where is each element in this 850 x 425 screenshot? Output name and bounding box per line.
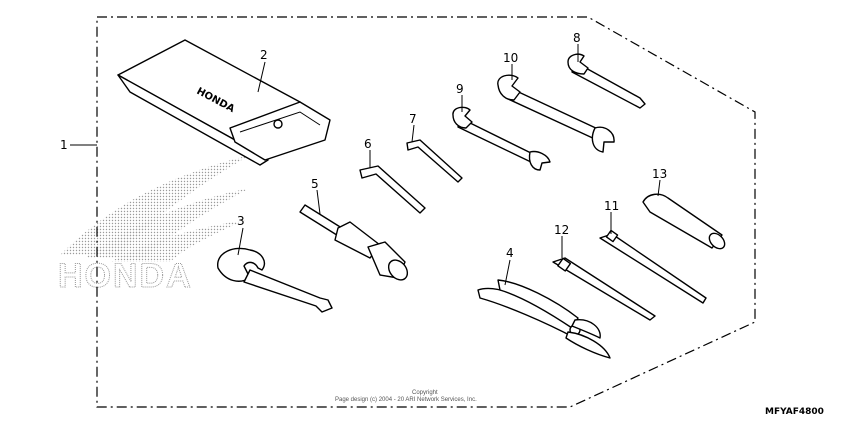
callout-8: 8: [573, 31, 581, 45]
leader-2: [257, 61, 266, 93]
leader-7: [411, 124, 415, 143]
callout-11: 11: [604, 199, 619, 213]
screwdriver-shaft-11: [599, 229, 707, 304]
copyright-line1: Copyright: [412, 390, 438, 396]
callout-13: 13: [652, 167, 667, 181]
open-end-wrench-9: [452, 106, 551, 171]
pliers: [477, 279, 611, 359]
callout-7: 7: [409, 112, 417, 126]
callout-5: 5: [311, 177, 319, 191]
open-end-wrench-small: [567, 53, 646, 109]
callout-2: 2: [260, 48, 268, 62]
leader-4: [504, 259, 511, 286]
hex-key-small: [406, 139, 463, 183]
screwdriver-handle: [642, 193, 726, 250]
callout-4: 4: [506, 246, 514, 260]
assembly-boundary: [96, 16, 756, 408]
honda-wing-watermark: HONDA: [58, 155, 250, 296]
callout-9: 9: [456, 82, 464, 96]
leader-13: [657, 179, 661, 197]
leader-3: [237, 227, 244, 256]
open-end-wrench-10: [497, 74, 615, 153]
callout-12: 12: [554, 223, 569, 237]
figure-code: MFYAF4800: [765, 407, 824, 417]
socket-wrench: [299, 204, 409, 281]
copyright-line2: Page design (c) 2004 - 20 ARI Network Se…: [335, 397, 477, 403]
callout-10: 10: [503, 51, 518, 65]
spanner-wrench: [217, 247, 333, 313]
tool-pouch: HONDA: [117, 39, 331, 166]
leader-5: [316, 189, 321, 215]
watermark-text: HONDA: [58, 257, 193, 295]
callout-1: 1: [60, 138, 68, 152]
hex-key-large: [359, 165, 426, 214]
screwdriver-12: [552, 257, 656, 321]
callout-6: 6: [364, 137, 372, 151]
callout-3: 3: [237, 214, 245, 228]
